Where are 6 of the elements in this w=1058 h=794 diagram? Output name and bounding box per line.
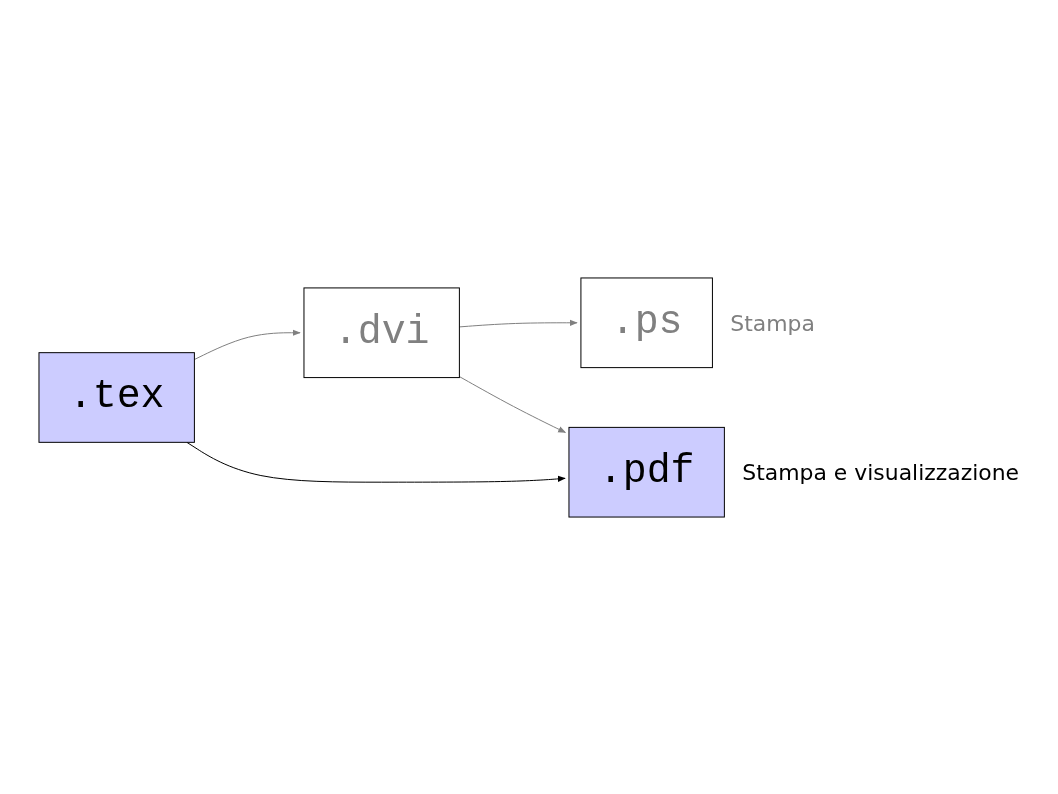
node-box: .dvi — [303, 286, 460, 378]
node-box: .ps — [580, 276, 713, 368]
node-box: .pdf — [568, 426, 725, 518]
node-caption: Stampa — [730, 310, 815, 336]
node-box: .tex — [38, 351, 195, 443]
node-caption: Stampa e visualizzazione — [742, 459, 1020, 485]
